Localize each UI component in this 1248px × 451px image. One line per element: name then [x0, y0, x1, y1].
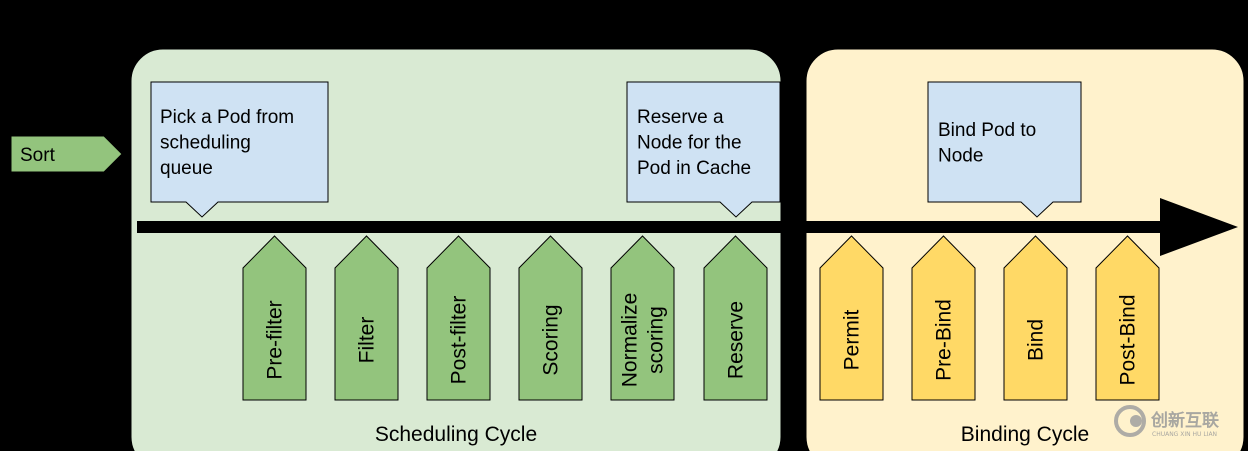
callout-text-line: Pod in Cache — [637, 158, 751, 179]
callout-box: Bind Pod to Node — [927, 81, 1082, 218]
step-label: Permit — [841, 310, 864, 371]
callout-text-line: Bind Pod to — [938, 120, 1036, 141]
step-shape — [703, 235, 768, 401]
step-pre-bind: Pre-Bind — [911, 235, 976, 401]
step-scoring: Scoring — [518, 235, 583, 401]
step-label: Post-Bind — [1117, 294, 1140, 385]
callout-text-line: queue — [160, 158, 213, 179]
logo-icon — [1114, 405, 1146, 437]
watermark-subtext: CHUANG XIN HU LIAN — [1152, 431, 1217, 438]
steps-group: Pre-filter Filter Post-filter Scoring Normal… — [242, 235, 1160, 401]
step-label: scoring — [645, 306, 668, 374]
callout-box: Pick a Pod from scheduling queue — [150, 81, 329, 218]
step-label: Pre-filter — [264, 300, 287, 379]
callout-shape — [626, 81, 781, 218]
step-label: Normalize — [619, 293, 642, 388]
sort-step — [10, 135, 123, 173]
timeline-arrow-shaft — [137, 221, 1177, 233]
step-filter: Filter — [334, 235, 399, 401]
step-reserve: Reserve — [703, 235, 768, 401]
step-shape — [911, 235, 976, 401]
step-shape — [242, 235, 307, 401]
step-label: Pre-Bind — [933, 299, 956, 381]
step-post-bind: Post-Bind — [1095, 235, 1160, 401]
step-shape — [426, 235, 491, 401]
scheduling-cycle-label: Scheduling Cycle — [375, 423, 537, 446]
timeline-arrow-head — [1160, 198, 1238, 256]
step-shape — [1003, 235, 1068, 401]
step-label: Post-filter — [448, 296, 471, 385]
callout-text-line: Reserve a — [637, 107, 724, 128]
step-bind: Bind — [1003, 235, 1068, 401]
callout-text-line: scheduling — [160, 133, 251, 154]
step-shape — [1095, 235, 1160, 401]
step-shape — [819, 235, 884, 401]
callout-text-line: Node — [938, 146, 983, 167]
step-label: Bind — [1025, 319, 1048, 361]
step-permit: Permit — [819, 235, 884, 401]
callout-shape — [150, 81, 329, 218]
watermark: 创新互联 CHUANG XIN HU LIAN — [1114, 405, 1219, 438]
callout-shape — [927, 81, 1082, 218]
logo-icon-core — [1130, 415, 1142, 427]
watermark-text: 创新互联 — [1150, 410, 1219, 431]
step-shape — [334, 235, 399, 401]
callout-text-line: Pick a Pod from — [160, 107, 294, 128]
step-label: Filter — [356, 317, 379, 364]
callout-text-line: Node for the — [637, 133, 742, 154]
step-shape — [610, 235, 675, 401]
step-post-filter: Post-filter — [426, 235, 491, 401]
step-pre-filter: Pre-filter — [242, 235, 307, 401]
step-label: Reserve — [725, 301, 748, 379]
step-shape — [518, 235, 583, 401]
sort-label: Sort — [20, 145, 56, 166]
binding-cycle-label: Binding Cycle — [961, 423, 1089, 446]
step-label: Scoring — [540, 304, 563, 375]
callouts-group: Pick a Pod from scheduling queue Reserve a N… — [150, 81, 1082, 218]
